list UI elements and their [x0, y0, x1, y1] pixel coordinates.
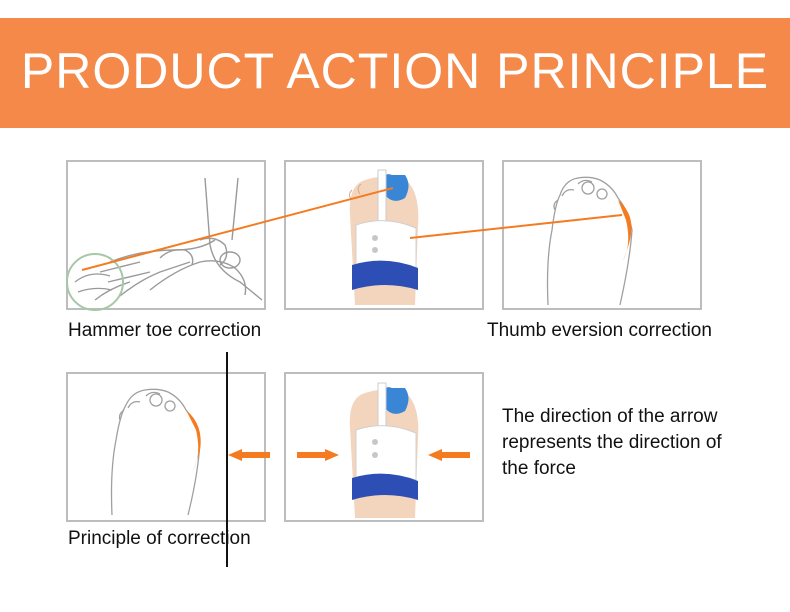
caption-hammer-toe: Hammer toe correction	[68, 320, 262, 341]
foot-with-corrector-icon	[349, 169, 419, 305]
force-description-line-3: the force	[502, 458, 576, 479]
header-banner: PRODUCT ACTION PRINCIPLE	[0, 18, 790, 128]
bunion-foot-image	[502, 160, 702, 310]
caption-principle: Principle of correction	[68, 528, 251, 549]
caption-thumb-eversion: Thumb eversion correction	[487, 320, 712, 341]
principle-highlight-icon	[186, 410, 201, 472]
force-arrow-left-1-icon	[228, 449, 270, 461]
bunion-highlight-icon	[618, 200, 632, 262]
bunion-foot-outline-icon	[546, 176, 633, 306]
force-description-line-1: The direction of the arrow	[502, 406, 718, 427]
force-arrow-left-2-icon	[428, 449, 470, 461]
foot-with-corrector-force-icon	[349, 382, 419, 518]
force-description: The direction of the arrow represents th…	[502, 404, 752, 482]
magnify-circle-icon	[66, 253, 124, 311]
force-arrow-right-icon	[297, 449, 339, 461]
foot-skeleton-icon	[94, 177, 263, 301]
page-title: PRODUCT ACTION PRINCIPLE	[20, 43, 770, 99]
connector-line-2	[409, 214, 623, 239]
force-description-line-2: represents the direction of	[502, 432, 722, 453]
principle-foot-outline-icon	[110, 388, 201, 516]
vertical-divider-line	[226, 352, 228, 567]
connector-line-1	[81, 187, 394, 271]
correction-principle-image	[66, 372, 266, 522]
